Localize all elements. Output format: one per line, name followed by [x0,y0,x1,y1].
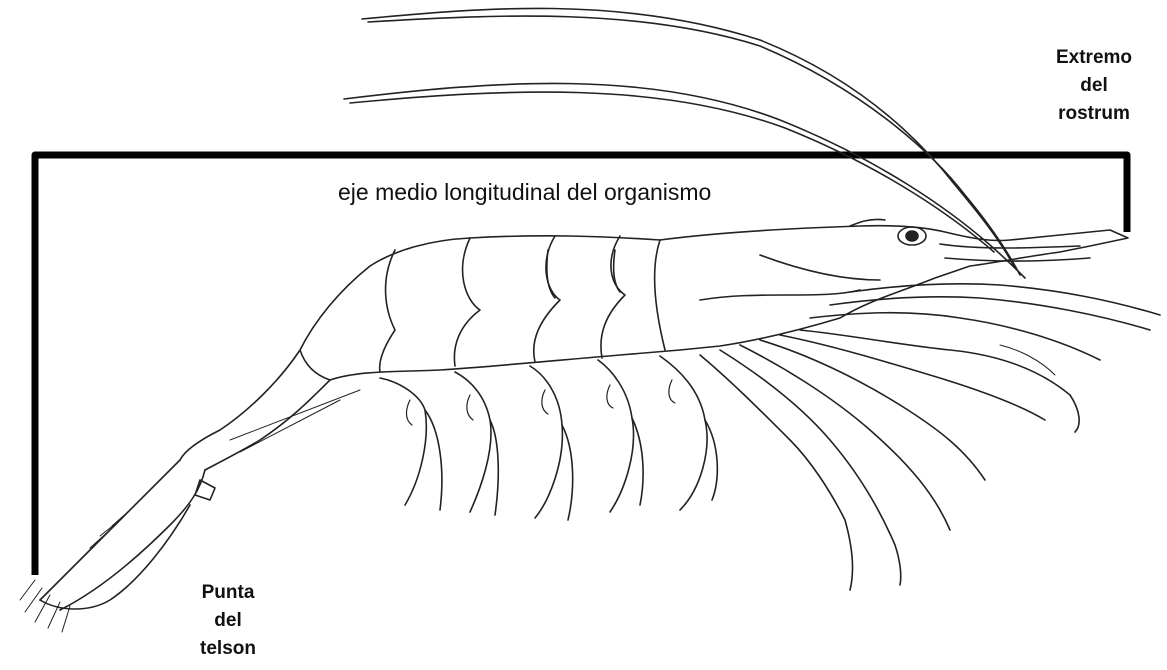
pereiopods [700,284,1160,590]
rostrum-tip-label: Extremo del rostrum [1036,44,1152,128]
longitudinal-axis-label: eje medio longitudinal del organismo [338,178,711,206]
rostrum-label-line-2: del [1036,72,1152,100]
measurement-bracket [35,155,1127,575]
abdomen-segments [300,236,680,380]
rostrum-label-line-3: rostrum [1036,100,1152,128]
telson-label-line-2: del [170,607,286,635]
carapace [660,219,1128,350]
telson-label-line-1: Punta [170,579,286,607]
telson-label-line-3: telson [170,635,286,663]
rostrum-label-line-1: Extremo [1036,44,1152,72]
pleopods [380,356,717,520]
telson-tip-label: Punta del telson [170,579,286,663]
